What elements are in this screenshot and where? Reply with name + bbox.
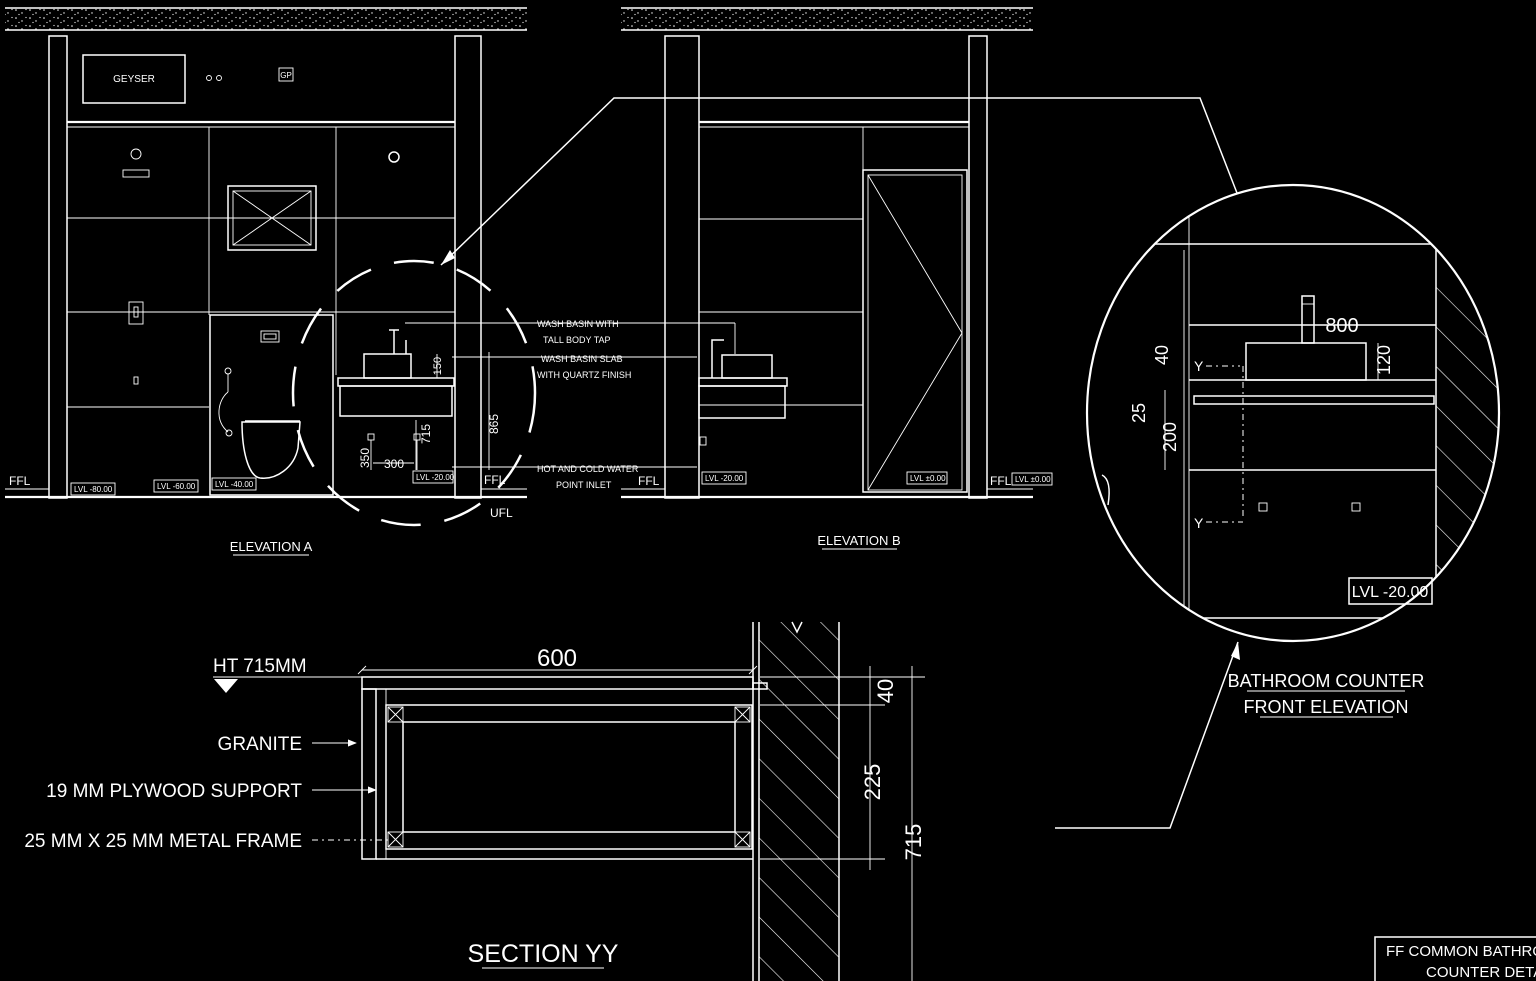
ffl-label-b2: FFL (990, 474, 1012, 488)
zoom-tap (1301, 295, 1315, 344)
zoom-dim-40: 40 (1152, 345, 1172, 365)
dim-715-a: 715 (419, 424, 433, 444)
geyser-unit (82, 54, 186, 104)
zoom-dim-25: 25 (1129, 403, 1149, 423)
zoom-wash-basin (1245, 342, 1367, 381)
ufl-label: UFL (490, 506, 513, 520)
ffl-label-b1: FFL (638, 474, 660, 488)
ceiling-outlet-icon (388, 151, 400, 163)
vanity-cabinet-a (339, 385, 453, 417)
gp-label: GP (280, 71, 292, 80)
section-label-frame: 25 MM X 25 MM METAL FRAME (24, 831, 302, 852)
section-label-granite: GRANITE (218, 734, 302, 755)
section-label-plywood: 19 MM PLYWOOD SUPPORT (46, 781, 302, 802)
plywood-support (361, 688, 377, 860)
section-dim-40: 40 (873, 679, 898, 703)
zoom-y-marker-top: Y (1194, 358, 1204, 374)
callouts: WASH BASIN WITH TALL BODY TAP WASH BASIN… (405, 97, 1238, 490)
section-title: SECTION YY (468, 940, 619, 968)
section-height-label: HT 715MM (213, 656, 307, 677)
granite-top (361, 676, 754, 690)
section-dim-225: 225 (860, 764, 885, 801)
lvl-label-a2: LVL -60.00 (157, 482, 196, 491)
elevation-b: FFL LVL -20.00 LVL ±0.00 FFL LVL ±0.00 E… (621, 7, 1053, 550)
wash-basin-a (363, 353, 412, 379)
zoom-dim-120: 120 (1374, 345, 1394, 375)
wc-panel (209, 314, 334, 496)
dim-150-a: 150 (432, 357, 444, 375)
lvl-label-a3: LVL -40.00 (215, 480, 254, 489)
wash-basin-b (721, 354, 773, 379)
callout-slab-line1: WASH BASIN SLAB (541, 354, 623, 364)
basin-slab-a (337, 377, 455, 387)
flush-plate (260, 330, 280, 343)
zoom-dim-200: 200 (1160, 422, 1180, 452)
left-wall-a (48, 35, 68, 499)
lvl-label-a4: LVL -20.00 (416, 473, 455, 482)
lvl-label-a1: LVL -80.00 (74, 485, 113, 494)
callout-slab-line2: WITH QUARTZ FINISH (537, 370, 631, 380)
section-dim-715: 715 (901, 824, 926, 861)
ceiling-slab-b (621, 8, 1033, 30)
detail-caption-line1: BATHROOM COUNTER (1228, 671, 1425, 691)
dim-865-a: 865 (487, 414, 501, 434)
detail-caption-line2: FRONT ELEVATION (1243, 697, 1408, 717)
callout-water-line2: POINT INLET (556, 480, 612, 490)
zoom-lvl-label: LVL -20.00 (1352, 584, 1429, 601)
detail-callout-circle (291, 259, 537, 527)
mixer-valve-icon (128, 301, 144, 325)
titleblock-line2: COUNTER DETAILS (1426, 964, 1536, 981)
health-faucet-icon (225, 429, 233, 437)
counter-front-elevation-detail: 800 40 120 25 200 Y Y LVL -20.00 BATHROO… (1055, 183, 1501, 829)
elevation-a: GEYSER GP (5, 7, 537, 556)
geyser-label: GEYSER (113, 74, 155, 85)
dim-350-a: 350 (358, 448, 372, 468)
titleblock-line1: FF COMMON BATHROOM (1386, 943, 1536, 960)
exhaust-fan (227, 185, 317, 251)
lvl-label-b2: LVL ±0.00 (910, 474, 946, 483)
title-block: FF COMMON BATHROOM COUNTER DETAILS (1374, 936, 1536, 981)
zoom-y-marker-bottom: Y (1194, 515, 1204, 531)
shower-outlet-icon (130, 148, 142, 160)
section-yy: 600 HT 715MM 40 225 715 GRANITE 19 MM PL… (24, 621, 926, 981)
right-wall-a (454, 35, 482, 499)
elevation-b-title: ELEVATION B (817, 533, 900, 548)
ffl-label-a2: FFL (484, 473, 506, 487)
callout-water-line1: HOT AND COLD WATER (537, 464, 639, 474)
zoom-dim-800: 800 (1325, 315, 1358, 337)
dim-300-a: 300 (384, 457, 404, 471)
lvl-label-b1: LVL -20.00 (705, 474, 744, 483)
ffl-label-a: FFL (9, 474, 31, 488)
lvl-label-b3: LVL ±0.00 (1015, 475, 1051, 484)
right-wall-b (968, 35, 988, 499)
section-dim-600: 600 (537, 645, 577, 672)
metal-frame (385, 704, 753, 850)
basin-slab-b (698, 377, 788, 387)
left-wall-b (664, 35, 700, 499)
vanity-cabinet-b (698, 385, 786, 419)
ceiling-slab-a (5, 8, 527, 30)
elevation-a-title: ELEVATION A (230, 539, 313, 554)
callout-basin-line2: TALL BODY TAP (543, 335, 611, 345)
callout-basin-line1: WASH BASIN WITH (537, 319, 619, 329)
wall-hung-toilet (241, 421, 301, 479)
door-frame (862, 169, 968, 493)
